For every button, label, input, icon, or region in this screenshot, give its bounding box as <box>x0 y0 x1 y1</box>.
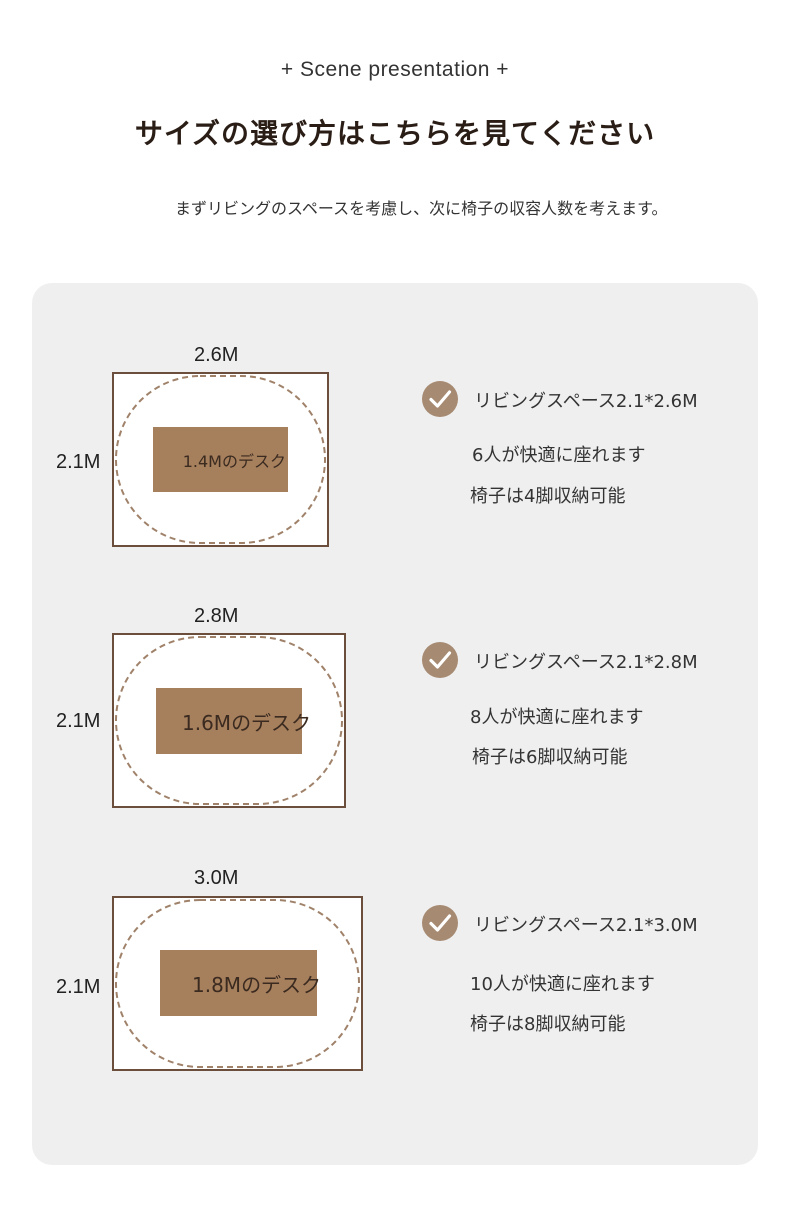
intro-text: まずリビングのスペースを考慮し、次に椅子の収容人数を考えます。 <box>175 199 668 218</box>
depth-label: 2.1M <box>56 451 101 473</box>
page-title: サイズの選び方はこちらを見てください <box>134 117 656 150</box>
room-outline: 1.8Mのデスク <box>112 896 363 1071</box>
space-size: リビングスペース2.1*2.6M <box>474 391 698 412</box>
width-label: 3.0M <box>194 867 239 889</box>
seating-capacity: 6人が快適に座れます <box>472 445 646 466</box>
depth-label: 2.1M <box>56 976 101 998</box>
check-circle-icon <box>422 905 458 941</box>
seating-area-outline <box>115 636 343 805</box>
room-outline: 1.6Mのデスク <box>112 633 346 808</box>
chair-storage: 椅子は6脚収納可能 <box>472 747 628 768</box>
depth-label: 2.1M <box>56 710 101 732</box>
check-circle-icon <box>422 642 458 678</box>
seating-area-outline <box>115 899 360 1068</box>
layouts-panel: 2.6M 2.1M 1.4Mのデスク リビングスペース2.1*2.6M 6人が快… <box>32 283 758 1165</box>
desk: 1.4Mのデスク <box>153 427 288 492</box>
space-size: リビングスペース2.1*3.0M <box>474 915 698 936</box>
layout-row-1: 2.6M 2.1M 1.4Mのデスク リビングスペース2.1*2.6M 6人が快… <box>32 338 758 568</box>
desk: 1.8Mのデスク <box>160 950 321 1016</box>
check-circle-icon <box>422 381 458 417</box>
layout-row-3: 3.0M 2.1M 1.8Mのデスク リビングスペース2.1*3.0M 10人が… <box>32 861 758 1091</box>
layout-row-2: 2.8M 2.1M 1.6Mのデスク リビングスペース2.1*2.8M 8人が快… <box>32 599 758 829</box>
width-label: 2.8M <box>194 605 239 627</box>
seating-capacity: 10人が快適に座れます <box>470 974 655 995</box>
desk: 1.6Mのデスク <box>156 688 311 754</box>
chair-storage: 椅子は8脚収納可能 <box>470 1014 626 1035</box>
space-size: リビングスペース2.1*2.8M <box>474 652 698 673</box>
room-outline: 1.4Mのデスク <box>112 372 329 547</box>
seating-area-outline <box>115 375 326 544</box>
scene-kicker: + Scene presentation + <box>280 58 510 81</box>
width-label: 2.6M <box>194 344 239 366</box>
seating-capacity: 8人が快適に座れます <box>470 707 644 728</box>
chair-storage: 椅子は4脚収納可能 <box>470 486 626 507</box>
